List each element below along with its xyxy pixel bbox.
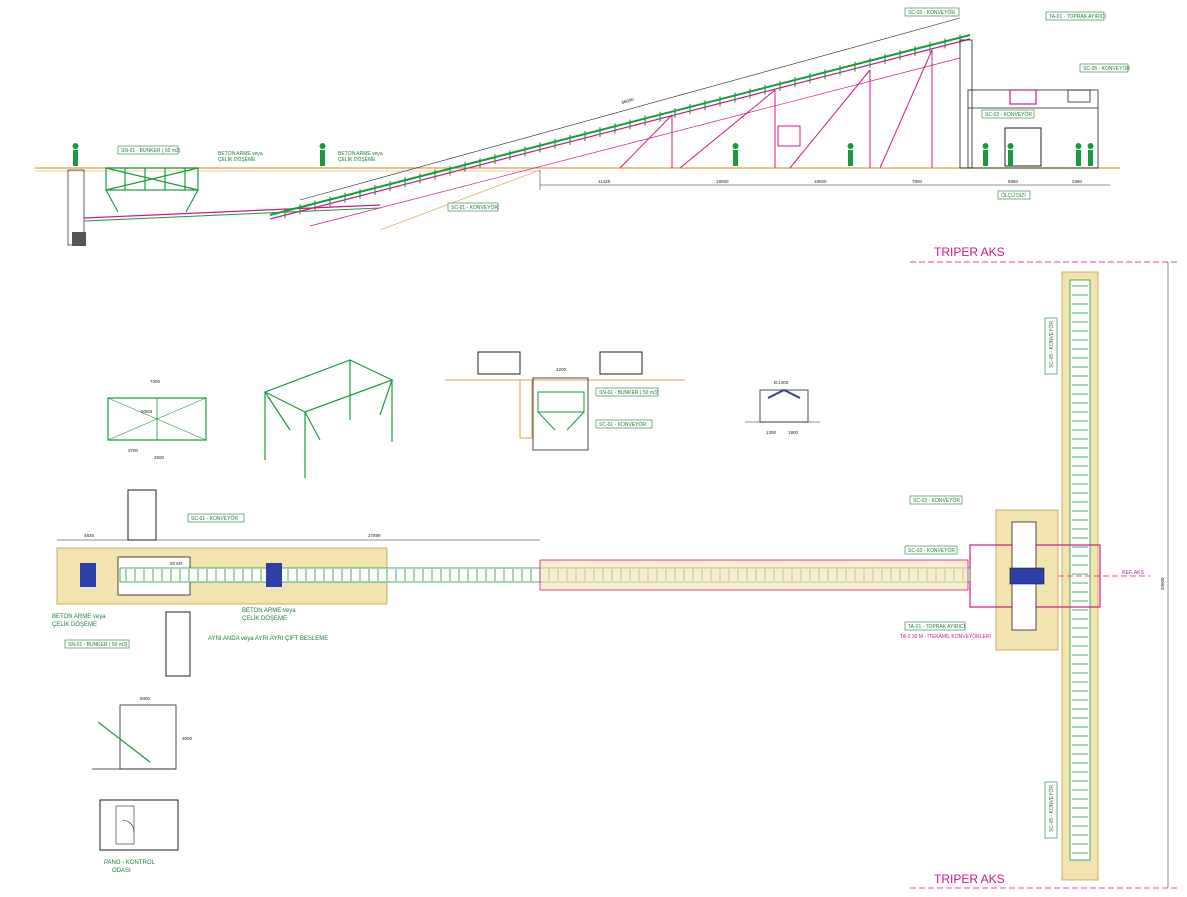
note-triper: TA-2.30 M - İTEKAMİL KONVEYÖRLERİ: [900, 633, 991, 640]
tag-sc01-elev: SC-01 - KONVEYÖR: [447, 202, 498, 212]
bunker-plan-vol: 50M3: [141, 409, 153, 414]
feeder-right: [266, 563, 282, 587]
bunker-plan-detail: 7200 50M3 3700 2500: [107, 379, 207, 460]
tag-ta01-plan: TA-01 - TOPRAK AYIRICI: [904, 621, 966, 631]
dim-2: 18000: [716, 179, 729, 184]
svg-text:SC-03 - KONVEYÖR: SC-03 - KONVEYÖR: [908, 547, 955, 554]
svg-text:SC-03 - KONVEYÖR: SC-03 - KONVEYÖR: [985, 111, 1032, 118]
belt-dim-b: 1900: [788, 430, 799, 435]
bunker-plan-width: 7200: [150, 379, 161, 384]
tag-sc03-upper: SC-03 - KONVEYÖR: [909, 495, 963, 505]
dim-1: 11425: [598, 179, 611, 184]
tag-bunker-elev: SN-01 - BUNKER ( 50 m3): [117, 145, 181, 155]
side-tag-lower: SC-05 - KONVEYÖR: [1048, 785, 1055, 832]
belt-section-detail: B:1400 1300 1900: [745, 380, 820, 435]
note-celik-2: ÇELİK DÖŞEME: [338, 156, 376, 163]
tag-sc03-lower: SC-03 - KONVEYÖR: [904, 545, 958, 555]
svg-text:SC-01 - KONVEYÖR: SC-01 - KONVEYÖR: [599, 421, 646, 428]
tag-sn01-plan: SN-01 - BUNKER ( 50 m3): [64, 639, 130, 649]
plan-bunker-vol: 50 M3: [170, 561, 183, 566]
tripper-unit: [1009, 567, 1045, 585]
dim-5: 5960: [1008, 179, 1019, 184]
truck-elevation: [1004, 127, 1042, 167]
triper-plan: TRIPER AKS TRIPER AKS SC-05 - KONVEYÖR S…: [900, 245, 1180, 889]
belt-width: B:1400: [774, 380, 789, 385]
ref-aks: REF. AKS: [1122, 570, 1145, 576]
control-room-plan: PANO - KONTROL ODASI: [99, 799, 179, 874]
tag-ta01-top: TA-01 - TOPRAK AYIRICI: [1045, 11, 1106, 21]
dim-4: 7800: [912, 179, 923, 184]
dim-right: 33600: [1160, 577, 1165, 590]
note-beton-2: BETON ARME veya: [338, 151, 383, 157]
tag-bottom-elev: ÖLÇÜ DİZİ: [997, 190, 1031, 200]
svg-text:SC-03 - KONVEYÖR: SC-03 - KONVEYÖR: [913, 497, 960, 504]
note-beton-right: BETON ARME veya: [242, 608, 296, 614]
belt-dim-a: 1300: [766, 430, 777, 435]
bunker-dim-b: 2500: [154, 455, 165, 460]
note-celik-right: ÇELİK DÖŞEME: [242, 615, 287, 622]
svg-text:SC-05 - KONVEYÖR: SC-05 - KONVEYÖR: [1083, 65, 1130, 72]
bunker-elevation: [105, 167, 199, 213]
mid-tower: [777, 125, 801, 147]
tag-sc05-top: SC-05 - KONVEYÖR: [1079, 63, 1130, 73]
svg-text:SN-01 - BUNKER ( 50 m3): SN-01 - BUNKER ( 50 m3): [599, 390, 659, 396]
cabin-width: 6000: [140, 696, 151, 701]
triper-aks-bottom: TRIPER AKS: [934, 872, 1005, 886]
incline-supports: [619, 49, 933, 169]
svg-text:TA-01 - TOPRAK AYIRICI: TA-01 - TOPRAK AYIRICI: [1049, 14, 1106, 20]
svg-text:SC-01 - KONVEYÖR: SC-01 - KONVEYÖR: [191, 515, 238, 522]
sc01-belt: [83, 204, 381, 219]
note-feed: AYNI ANDA veya AYRI AYRI ÇİFT BESLEME: [208, 635, 328, 642]
elevation-view: SC-03 - KONVEYÖR TA-01 - TOPRAK AYIRICI …: [35, 7, 1130, 246]
cabin-elevation-detail: 6000 3000: [92, 696, 193, 770]
svg-text:SN-01 - BUNKER ( 50 m3): SN-01 - BUNKER ( 50 m3): [68, 642, 128, 648]
dim-long: 27899: [368, 533, 381, 538]
note-beton-1: BETON ARME veya: [218, 151, 263, 157]
triper-rungs: [1072, 285, 1088, 854]
scale-figures: [72, 143, 1094, 166]
tag-sc03-mid: SC-03 - KONVEYÖR: [981, 109, 1035, 119]
tag-sc03-top: SC-03 - KONVEYÖR: [904, 7, 960, 17]
dim-left: 4925: [84, 533, 95, 538]
section-tag-1: SN-01 - BUNKER ( 50 m3): [595, 387, 659, 397]
triper-aks-top: TRIPER AKS: [934, 245, 1005, 259]
cabin-height: 3000: [182, 736, 193, 741]
svg-text:ÖLÇÜ DİZİ: ÖLÇÜ DİZİ: [1001, 192, 1026, 199]
incline-idlers: [284, 34, 961, 219]
section-detail: 4200 SN-01 - BUNKER ( 50 m3) SC-01 - KON…: [445, 351, 685, 451]
svg-text:TA-01 - TOPRAK AYIRICI: TA-01 - TOPRAK AYIRICI: [908, 624, 965, 630]
truck-bottom: [165, 611, 191, 677]
truck-top: [127, 489, 157, 541]
svg-text:SN-01 - BUNKER ( 50 m3): SN-01 - BUNKER ( 50 m3): [121, 148, 181, 154]
note-celik-left: ÇELİK DÖŞEME: [52, 621, 97, 628]
pano-label-2: ODASI: [112, 868, 131, 874]
section-width: 4200: [556, 367, 567, 372]
dim-6: 2380: [1072, 179, 1083, 184]
horizontal-plan: 50 M3 4925 27899 SC-01 - KONVEYÖR BETON …: [52, 489, 971, 677]
dim-incline: 66000: [621, 97, 635, 105]
note-celik-1: ÇELİK DÖŞEME: [218, 156, 256, 163]
svg-text:SC-03 - KONVEYÖR: SC-03 - KONVEYÖR: [908, 9, 955, 16]
bunker-dim-a: 3700: [128, 448, 139, 453]
feeder-left: [80, 563, 96, 587]
side-tag-upper: SC-05 - KONVEYÖR: [1048, 321, 1055, 368]
dim-3: 18000: [814, 179, 827, 184]
pano-label-1: PANO - KONTROL: [104, 860, 156, 866]
incline-conveyor-belt: [269, 38, 971, 220]
section-tag-2: SC-01 - KONVEYÖR: [595, 419, 653, 429]
tag-sc01-plan: SC-01 - KONVEYÖR: [187, 513, 245, 523]
note-beton-left: BETON ARME veya: [52, 614, 106, 620]
bunker-3d-detail: [263, 359, 394, 478]
incline-conveyor-top: [269, 34, 971, 216]
svg-text:SC-01 - KONVEYÖR: SC-01 - KONVEYÖR: [451, 204, 498, 211]
